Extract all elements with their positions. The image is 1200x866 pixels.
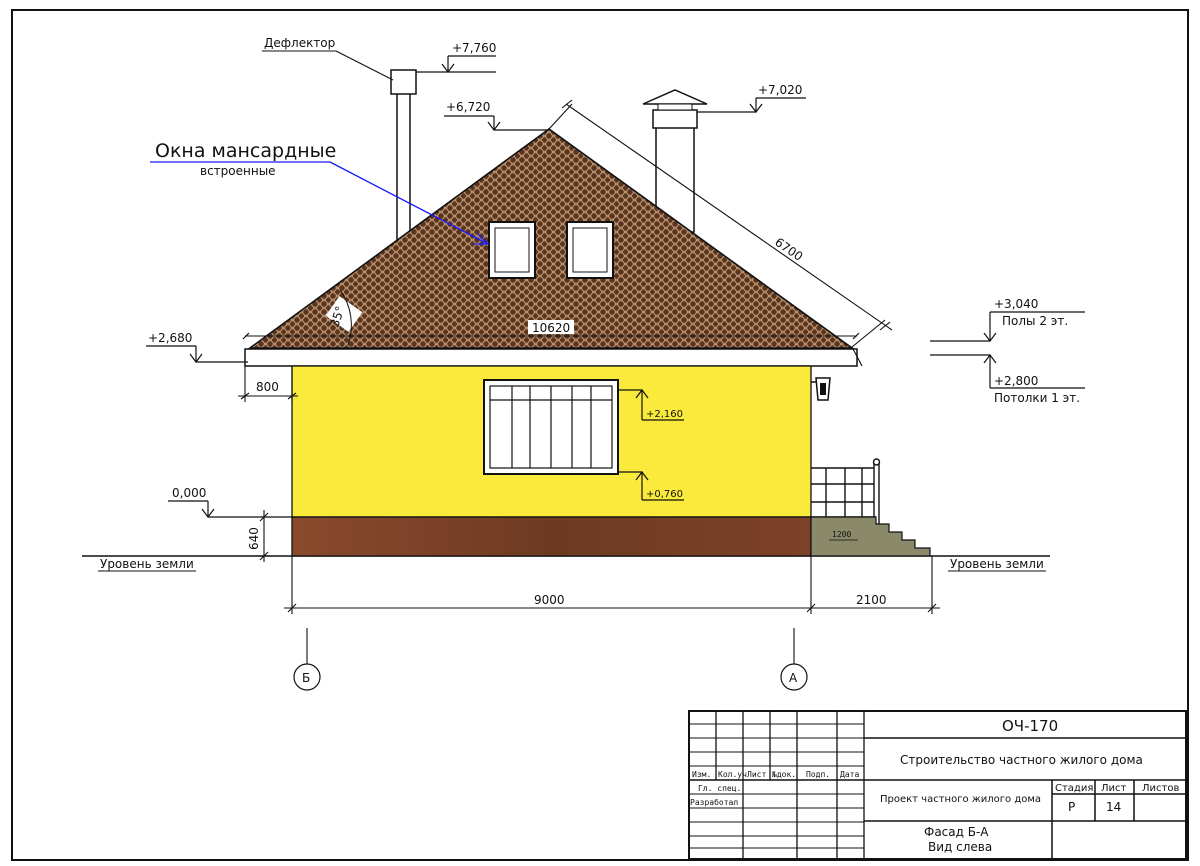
tb-sheet-value: 14 [1106,800,1121,814]
dormer-title: Окна мансардные [155,140,336,162]
elevation-mark [697,97,806,113]
elevation-label: +7,760 [452,41,496,55]
plinth [291,516,812,557]
tb-role-1: Гл. спец. [698,784,741,793]
elevation-label: +2,160 [646,409,683,420]
elevation-label: +0,760 [646,489,683,500]
eaves-board [244,348,858,367]
elevation-label: +7,020 [758,83,802,97]
tb-role-2: Разработал [690,797,738,807]
ground-label-left: Уровень земли [100,557,194,571]
sheet-frame [11,9,1189,861]
rafter-dim-label: 6700 [772,235,805,264]
roof-width-label: 10620 [532,321,570,335]
deflector-label: Дефлектор [264,36,335,50]
overhang-dim [238,366,298,402]
elevation-mark [146,345,248,363]
tb-header-koluch: Кол.уч [718,770,747,779]
tb-col-sheets: Листов [1142,783,1179,794]
rafter-dimension [548,99,893,367]
tb-header-list: Лист [747,770,766,779]
tb-code: ОЧ-170 [1002,717,1058,735]
elevation-mark [618,389,684,421]
dormer-window-left [488,221,536,279]
tb-sheet-title-2: Вид слева [928,840,992,854]
elevation-mark [168,500,292,518]
tb-project: Строительство частного жилого дома [900,753,1143,767]
deflector-pipe [390,69,417,243]
floors-2-label: Полы 2 эт. [1002,314,1068,328]
floor-level-marks [930,311,1085,389]
tb-header-podp: Подп. [806,770,830,779]
tb-header-data: Дата [840,770,859,779]
title-block [688,710,1187,860]
wall-lamp-icon [811,377,831,401]
elevation-mark [444,115,549,131]
elevation-label: +2,680 [148,331,192,345]
tb-sheet-title-1: Фасад Б-А [924,825,989,839]
dormer-leader [150,161,490,245]
roof-angle-label: 35° [328,304,348,329]
tb-subproject: Проект частного жилого дома [880,794,1041,805]
porch-step-dim: 1200 [832,530,851,539]
elevation-mark [618,471,684,501]
overhang-label: 800 [256,380,279,394]
elevation-label: 0,000 [172,486,206,500]
axis-marker-right: А [780,628,808,691]
tb-header-ndok: №док. [771,770,796,779]
bottom-dimension [284,556,940,614]
dormer-subtitle: встроенные [200,164,276,178]
elevation-mark [416,55,496,73]
roof-angle [325,289,363,346]
porch-stairs [810,516,931,557]
tb-col-sheet: Лист [1101,783,1127,794]
roof-width-dim [242,320,860,340]
ceilings-1-label: Потолки 1 эт. [994,391,1080,405]
plinth-dim [258,510,292,562]
deflector-leader [262,50,394,81]
tb-stage-value: Р [1068,800,1075,814]
elevation-label: +2,800 [994,374,1038,388]
dormer-window-right [566,221,614,279]
house-width-label: 9000 [534,593,565,607]
svg-text:А: А [789,671,798,685]
axis-marker-left: Б [293,628,321,691]
main-window [483,379,619,475]
elevation-label: +3,040 [994,297,1038,311]
ground-label-right: Уровень земли [950,557,1044,571]
roof [247,128,855,349]
tb-col-stage: Стадия [1055,783,1093,794]
tb-header-izm: Изм. [692,770,711,779]
svg-text:Б: Б [302,671,310,685]
elevation-label: +6,720 [446,100,490,114]
plinth-label: 640 [247,527,261,550]
porch-width-label: 2100 [856,593,887,607]
